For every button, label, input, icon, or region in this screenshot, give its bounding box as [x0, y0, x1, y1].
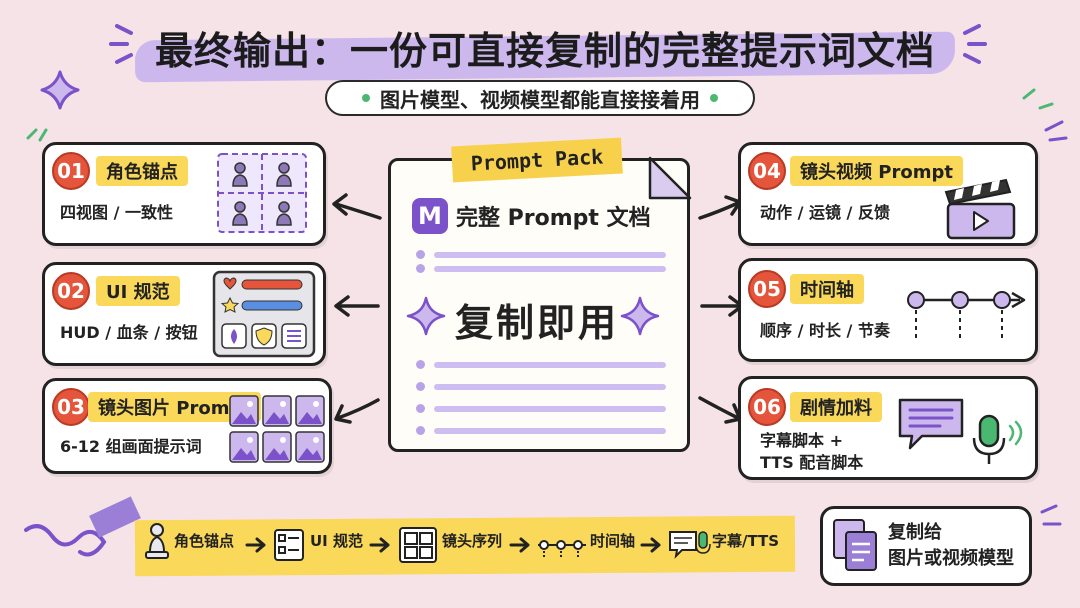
bullet-dot-icon — [416, 250, 425, 259]
sparkle-icon — [40, 70, 80, 110]
subtitle-mic-icon — [669, 531, 711, 559]
bullet-dot-icon — [416, 404, 425, 413]
copy-ready-text: 复制即用 — [455, 301, 620, 345]
copy-documents-icon — [833, 519, 877, 571]
text-line — [434, 384, 666, 390]
flow-step-subtitle-tts: 字幕/TTS — [712, 532, 780, 550]
sparkle-icon — [406, 296, 446, 336]
card-desc: HUD / 血条 / 按钮 — [60, 323, 198, 342]
flow-step-shots: 镜头序列 — [442, 532, 503, 550]
text-line — [434, 362, 666, 368]
copy-to-line2: 图片或视频模型 — [888, 548, 1014, 569]
four-view-grid-icon — [217, 153, 307, 233]
document-title: 完整 Prompt 文档 — [456, 206, 651, 231]
subtitle: 图片模型、视频模型都能直接接着用 — [380, 87, 700, 112]
clapperboard-icon — [944, 178, 1016, 240]
arrow-right-icon — [245, 537, 661, 553]
subtitle-pill: 图片模型、视频模型都能直接接着用 — [325, 80, 755, 116]
chess-pawn-icon — [145, 523, 169, 559]
card-tag: 时间轴 — [790, 274, 864, 304]
ui-layout-icon — [274, 529, 304, 561]
card-tag: 镜头视频 Prompt — [790, 156, 963, 186]
card-number: 04 — [748, 152, 786, 190]
bullet-dot-icon — [416, 264, 425, 273]
text-line — [434, 406, 666, 412]
bullet-dot-icon — [710, 94, 718, 102]
arrow-left-up — [332, 193, 382, 220]
flow-step-timeline: 时间轴 — [590, 532, 636, 550]
microphone-icon — [972, 414, 1023, 464]
bullet-dot-icon — [362, 94, 370, 102]
card-number: 05 — [748, 270, 786, 308]
bullet-dot-icon — [416, 426, 425, 435]
copy-to-line1: 复制给 — [888, 522, 942, 543]
card-timeline — [738, 258, 1038, 362]
flow-step-role: 角色锚点 — [174, 532, 235, 550]
sparkle-icon — [620, 296, 660, 336]
card-tag: UI 规范 — [96, 276, 180, 306]
card-tag: 角色锚点 — [96, 156, 188, 186]
card-desc: 动作 / 运镜 / 反馈 — [760, 203, 890, 222]
card-desc: 6-12 组画面提示词 — [60, 437, 202, 456]
card-desc: 四视图 / 一致性 — [60, 203, 173, 222]
image-grid-icon — [229, 395, 325, 463]
leaf-dashes-icon — [26, 88, 1054, 142]
markdown-icon: M — [412, 198, 448, 234]
card-number: 02 — [52, 272, 90, 310]
arrow-left-down — [334, 398, 380, 424]
squiggle-icon — [24, 524, 107, 557]
card-desc: 顺序 / 时长 / 节奏 — [760, 321, 890, 340]
timeline-mini-icon — [538, 540, 586, 558]
card-number: 06 — [748, 388, 786, 426]
card-tag: 剧情加料 — [790, 392, 882, 422]
title-block: 最终输出：一份可直接复制的完整提示词文档 — [134, 20, 956, 83]
bullet-dot-icon — [416, 360, 425, 369]
tape-strip-icon — [89, 496, 141, 538]
timeline-icon — [907, 291, 1026, 338]
storyboard-icon — [399, 527, 437, 563]
flow-step-ui: UI 规范 — [310, 532, 363, 550]
text-line — [434, 428, 666, 434]
card-desc-line2: TTS 配音脚本 — [760, 453, 864, 472]
page-fold-icon — [648, 156, 692, 200]
hud-panel-icon — [212, 270, 316, 358]
text-line — [434, 252, 666, 258]
bullet-dot-icon — [416, 382, 425, 391]
text-line — [434, 266, 666, 272]
card-number: 01 — [52, 152, 90, 190]
page-title: 最终输出：一份可直接复制的完整提示词文档 — [154, 29, 935, 73]
sparkle-icon — [1044, 120, 1068, 142]
burst-lines-icon — [109, 24, 987, 64]
arrow-left-mid — [334, 295, 380, 317]
burst-lines-icon — [1040, 504, 1062, 526]
card-desc-line1: 字幕脚本 + — [760, 431, 843, 450]
subtitle-bubble-icon — [898, 398, 964, 450]
